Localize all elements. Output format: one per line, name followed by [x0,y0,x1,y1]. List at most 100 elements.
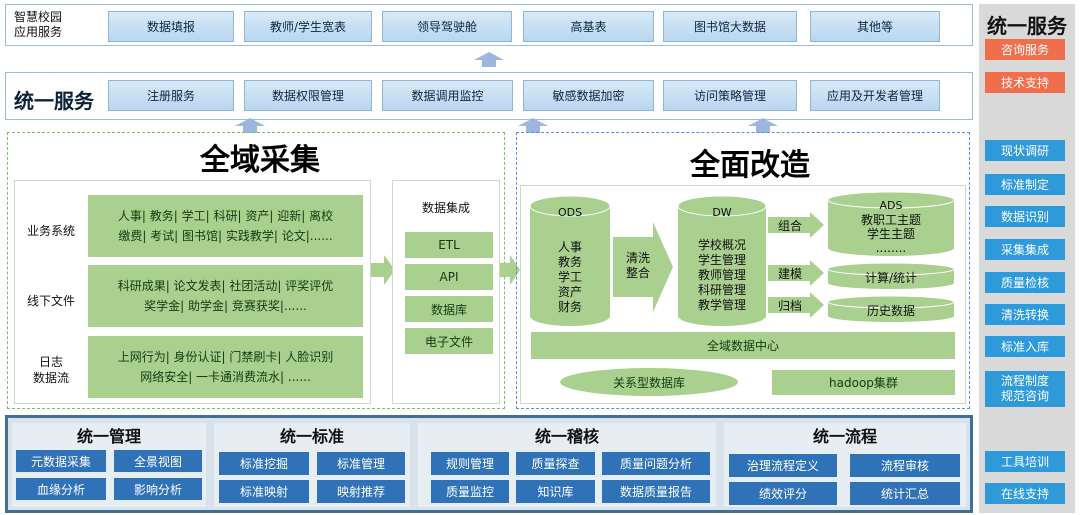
side-item-6: 清洗转换 [985,304,1065,325]
side-item-5: 质量检核 [985,272,1065,293]
service-item-1: 注册服务 [108,80,234,111]
mgmt-mapping-recommend: 映射推荐 [317,480,405,503]
top-item-6: 其他等 [810,11,940,42]
ods-cylinder-top [530,196,610,217]
top-label: 智慧校园 应用服务 [14,10,63,39]
mgmt-standard-manage: 标准管理 [317,452,405,475]
integration-api: API [405,264,493,290]
right-arrow-head-1 [384,255,395,285]
source-label-log: 日志 数据流 [32,355,69,385]
ods-item: 资产 [557,285,582,299]
combine-arrow-shape [768,212,824,238]
service-label: 统一服务 [14,89,94,113]
side-title: 统一服务 [987,13,1067,38]
mgmt-stat-summary: 统计汇总 [850,482,960,505]
up-arrow-right [748,118,778,133]
ods-item: 教务 [557,255,582,269]
integration-etl: ETL [405,232,493,258]
dw-items: 学校概况 学生管理 教师管理 科研管理 教学管理 [682,238,762,313]
dw-item: 科研管理 [697,283,746,297]
side-item-3: 数据识别 [985,206,1065,227]
right-arrow-to-transform [500,263,512,277]
ods-item: 财务 [557,300,582,314]
side-item-2: 标准制定 [985,174,1065,195]
top-item-4: 高基表 [523,11,654,42]
history-label: 历史数据 [866,303,915,318]
dw-item: 教师管理 [697,268,746,282]
service-item-4: 敏感数据加密 [523,80,654,111]
offline-line-1: 科研成果| 论文发表| 社团活动| 评奖评优 [117,279,334,293]
archive-label: 归档 [778,299,803,313]
calc-cylinder [828,263,954,289]
up-arrow-top [474,52,504,67]
ods-cylinder [530,196,610,326]
mgmt-metadata-collect: 元数据采集 [16,450,106,472]
integration-database: 数据库 [405,296,493,322]
transform-title: 全面改造 [690,148,810,183]
dw-cylinder-body [678,206,766,326]
service-item-2: 数据权限管理 [244,80,372,111]
mgmt-quality-issue: 质量问题分析 [602,452,710,475]
model-arrow-shape [768,260,824,286]
integration-file: 电子文件 [405,328,493,354]
source-block-offline: 科研成果| 论文发表| 社团活动| 评奖评优 奖学金| 助学金| 竞赛获奖|..… [88,265,363,327]
top-item-5: 图书馆大数据 [663,11,797,42]
side-item-4: 采集集成 [985,239,1065,260]
clean-label: 清洗 整合 [625,251,650,280]
calc-label: 计算/统计 [864,270,918,285]
mgmt-group-3-title: 统一稽核 [534,427,599,446]
ads-item: ........ [875,241,907,255]
ods-title: ODS [557,205,583,219]
offline-line-2: 奖学金| 助学金| 竞赛获奖|...... [144,299,307,313]
ods-item: 人事 [557,240,582,254]
source-label-business: 业务系统 [26,223,75,238]
clean-arrow [613,222,673,312]
ods-items: 人事 教务 学工 资产 财务 [538,240,602,315]
history-cylinder [828,296,954,322]
mgmt-impact-analysis: 影响分析 [114,478,202,500]
source-label-offline: 线下文件 [26,293,75,308]
ads-cylinder-top [828,192,954,209]
history-cylinder-top [828,296,954,309]
ods-item: 学工 [557,270,582,284]
service-item-5: 访问策略管理 [663,80,797,111]
top-item-1: 数据填报 [108,11,234,42]
dw-item: 教学管理 [697,298,746,312]
mgmt-performance-score: 绩效评分 [729,482,837,505]
calc-cylinder-top [828,263,954,276]
integration-title: 数据集成 [421,200,470,215]
archive-arrow [768,292,824,318]
hadoop-cluster: hadoop集群 [772,370,955,395]
clean-arrow-shape [613,222,673,312]
ads-text: ADS 教职工主题 学生主题 ........ [830,199,952,255]
source-block-business: 人事| 教务| 学工| 科研| 资产| 迎新| 离校 缴费| 考试| 图书馆| … [88,195,363,257]
mgmt-group-1-title: 统一管理 [76,427,141,446]
combine-label: 组合 [778,219,803,233]
mgmt-standard-mining: 标准挖掘 [219,452,309,475]
mgmt-rule-manage: 规则管理 [431,452,509,475]
dw-item: 学校概况 [697,238,746,252]
dw-title: DW [712,205,732,219]
ods-cylinder-body [530,206,610,326]
side-item-8: 流程制度 规范咨询 [985,371,1065,407]
up-arrow-middle [518,118,548,133]
combine-arrow [768,212,824,238]
collection-title: 全域采集 [200,143,320,178]
top-item-2: 教师/学生宽表 [244,11,372,42]
side-tech-support: 技术支持 [985,72,1065,93]
ads-cylinder-body [828,200,954,256]
mgmt-standard-mapping: 标准映射 [219,480,309,503]
mgmt-quality-probe: 质量探查 [516,452,595,475]
service-item-6: 应用及开发者管理 [810,80,940,111]
dw-item: 学生管理 [697,253,746,267]
right-arrow-to-integration [371,263,387,277]
mgmt-process-review: 流程审核 [850,454,960,477]
mgmt-quality-report: 数据质量报告 [602,480,710,503]
ads-item: 学生主题 [866,227,915,241]
log-line-2: 网络安全| 一卡通消费流水| ...... [140,370,311,384]
data-center-bar: 全域数据中心 [531,332,955,359]
dw-cylinder [678,196,766,326]
relational-db: 关系型数据库 [560,368,738,396]
log-line-1: 上网行为| 身份认证| 门禁刷卡| 人脸识别 [117,350,334,364]
model-arrow [768,260,824,286]
